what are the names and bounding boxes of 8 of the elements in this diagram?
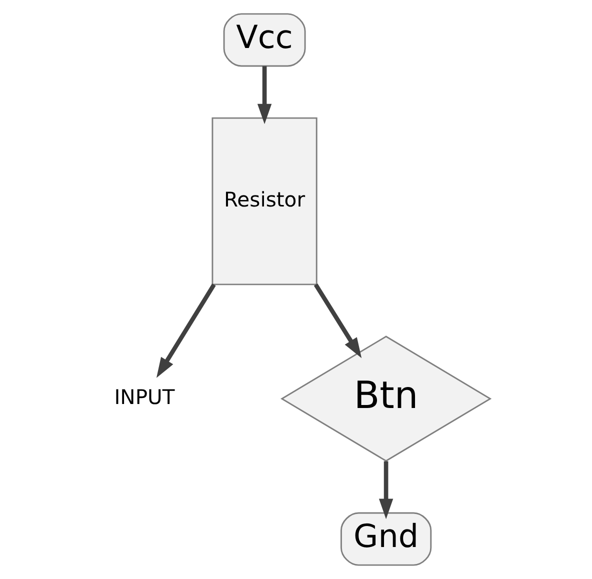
node-box: Vcc	[223, 13, 306, 67]
arrow	[257, 66, 272, 124]
arrow	[156, 284, 216, 378]
node-box: Gnd	[340, 512, 432, 566]
arrow	[314, 284, 362, 358]
node-box: Resistor	[212, 117, 318, 286]
node-text: INPUT	[114, 385, 175, 410]
arrow	[378, 461, 394, 520]
